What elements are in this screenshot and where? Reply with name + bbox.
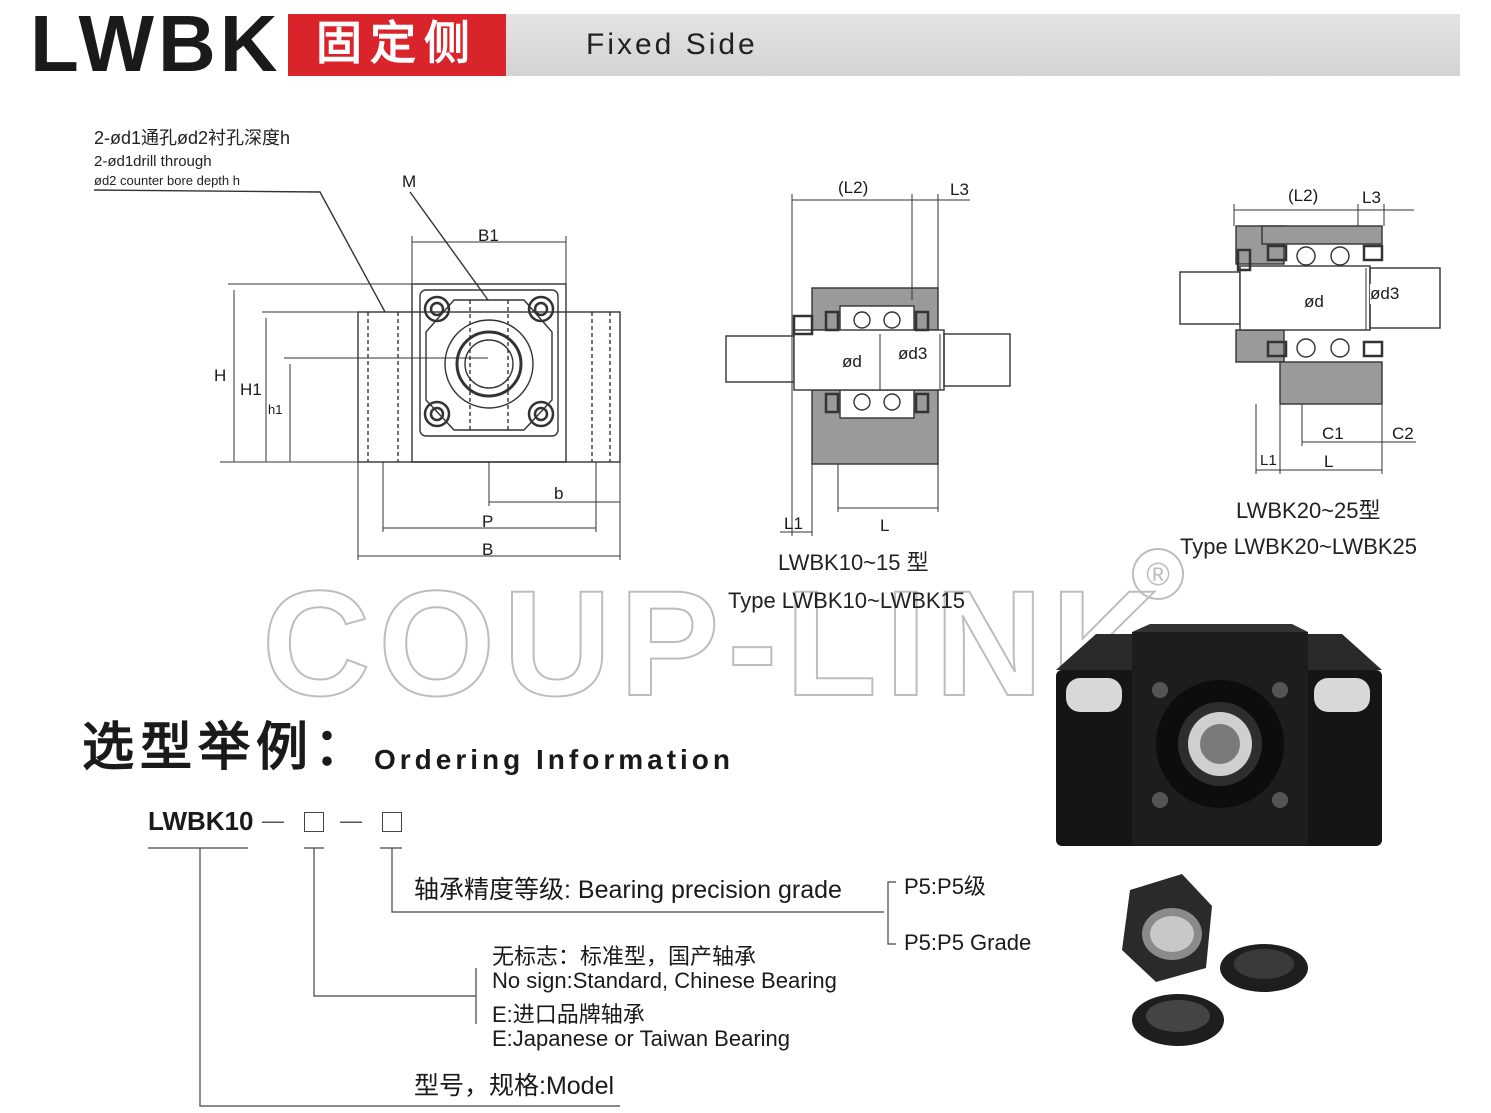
hole-note-en-2: ød2 counter bore depth h (94, 173, 240, 188)
hole-note-cn: 2-ød1通孔ød2衬孔深度h (94, 128, 291, 148)
dim-d3-small: ød3 (898, 344, 928, 364)
dim-h: H (214, 366, 227, 385)
product-photo (1056, 624, 1382, 846)
dim-l2-small: (L2) (838, 178, 869, 197)
model-code: LWBK10 (148, 806, 254, 836)
caption-large-cn: LWBK20~25型 (1236, 498, 1381, 523)
m-leader-line (409, 191, 489, 301)
coup-link-watermark: COUP-LINK (261, 559, 1168, 727)
dim-l1-small: L1 (784, 514, 803, 533)
option-box-1 (304, 812, 324, 832)
bearing-en-1: No sign:Standard, Chinese Bearing (492, 968, 837, 993)
name-cn-text: 固定侧 (316, 17, 478, 69)
option-box-2 (382, 812, 402, 832)
name-en-text: Fixed Side (586, 28, 758, 61)
dim-l1-large: L1 (1260, 452, 1277, 469)
dim-b1: B1 (478, 226, 499, 245)
dim-h1-small: h1 (268, 402, 283, 417)
caption-small-en: Type LWBK10~LWBK15 (728, 588, 966, 613)
p5-cn: P5:P5级 (904, 874, 986, 899)
dim-b-small: b (554, 484, 564, 503)
dim-d3-large: ød3 (1370, 284, 1400, 304)
dim-m: M (402, 172, 417, 191)
hole-leader-line (93, 189, 386, 313)
bearing-en-2: E:Japanese or Taiwan Bearing (492, 1026, 791, 1051)
bearing-cn-2: E:进口品牌轴承 (492, 1002, 645, 1027)
p5-en: P5:P5 Grade (904, 930, 1032, 955)
bearing-cn-1: 无标志：标准型，国产轴承 (492, 944, 757, 969)
dim-c1: C1 (1322, 424, 1344, 443)
dim-l3-small: L3 (950, 180, 969, 199)
dim-l2-large: (L2) (1288, 186, 1319, 205)
ordering-title-cn: 选型举例： (82, 719, 373, 777)
dash-1: — (262, 808, 284, 833)
model-label: 型号，规格:Model (414, 1072, 615, 1100)
caption-large-en: Type LWBK20~LWBK25 (1180, 534, 1418, 559)
dim-l-small: L (880, 516, 890, 535)
caption-small-cn: LWBK10~15 型 (778, 550, 929, 575)
dim-b-big: B (482, 540, 494, 559)
precision-label: 轴承精度等级: Bearing precision grade (414, 876, 842, 904)
dim-d-large: ød (1304, 292, 1324, 312)
ordering-title-en: Ordering Information (374, 744, 734, 775)
series-title: LWBK (30, 0, 282, 88)
dim-d-small: ød (842, 352, 862, 372)
name-en-bar: Fixed Side (506, 14, 1460, 76)
hole-note-en-1: 2-ød1drill through (94, 153, 212, 170)
dim-l3-large: L3 (1362, 188, 1381, 207)
registered-mark-icon: ® (1132, 548, 1184, 600)
name-cn-tag: 固定侧 (288, 14, 506, 76)
dim-p: P (482, 512, 494, 531)
dim-l-large: L (1324, 452, 1334, 471)
ordering-tree (148, 847, 896, 1107)
parts-photo (1108, 870, 1324, 1090)
dim-c2: C2 (1392, 424, 1414, 443)
dash-2: — (340, 808, 362, 833)
small-section-view (725, 194, 1011, 536)
dim-h1-big: H1 (240, 380, 262, 399)
